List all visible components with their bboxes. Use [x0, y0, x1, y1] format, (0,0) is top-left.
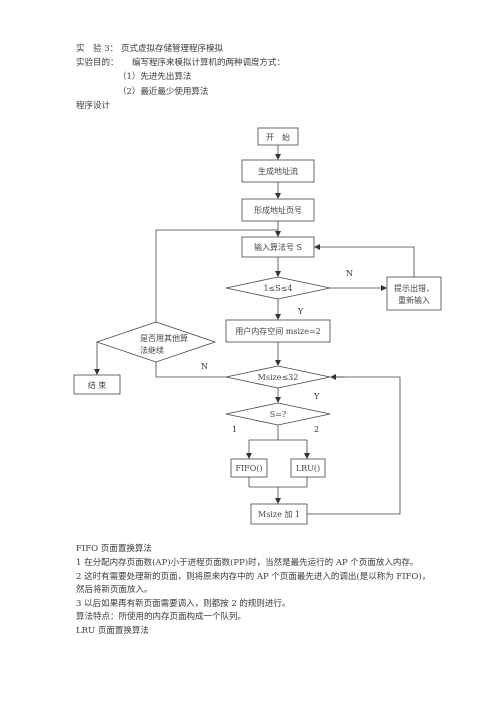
- experiment-title-label: 实 验 3：: [76, 44, 119, 54]
- fifo-rule-2a: 2 这时有需要处理新的页面，则将原来内存中的 AP 个页面最先进入的调出(是以称…: [76, 572, 431, 582]
- other-algorithm-diamond: [95, 321, 217, 363]
- page-number-label: 形成地址页号: [254, 205, 302, 215]
- other-algorithm-label-line2: 法继续: [140, 345, 164, 355]
- fifo-title: FIFO 页面置换算法: [76, 544, 152, 554]
- edge-label-y-loop: Y: [313, 392, 320, 401]
- end-label: 结 束: [88, 380, 107, 390]
- edge-label-n-check: N: [346, 269, 353, 278]
- memory-space-label: 用户内存空间 msize=2: [235, 326, 321, 336]
- start-label: 开 始: [266, 132, 290, 142]
- edge-label-branch-2: 2: [314, 425, 319, 434]
- error-box: [386, 276, 442, 311]
- edge-label-n-loop: N: [201, 362, 208, 371]
- other-algorithm-label-line1: 是否用其他算: [140, 333, 188, 343]
- fifo-label: FIFO(): [235, 464, 262, 473]
- purpose-text: 编写程序来模拟计算机的两种调度方式：: [132, 58, 286, 68]
- input-algorithm-label: 输入算法号 S: [254, 242, 302, 252]
- purpose-item-lru: （2）最近最少使用算法: [118, 87, 209, 97]
- fifo-rule-1: 1 在分配内存页面数(AP)小于进程页面数(PP)时，当然是最先运行的 AP 个…: [76, 558, 419, 568]
- increment-label: Msize 加 1: [258, 509, 300, 519]
- edge-label-y-check: Y: [297, 307, 304, 316]
- lru-label: LRU(): [296, 464, 320, 473]
- section-program-design: 程序设计: [76, 101, 111, 111]
- fifo-feature: 算法特点：所使用的内存页面构成一个队列。: [76, 612, 247, 622]
- switch-s-label: S=?: [270, 410, 286, 419]
- edge-label-branch-1: 1: [232, 425, 237, 434]
- error-label-line2: 重新输入: [398, 295, 430, 305]
- purpose-item-fifo: （1）先进先出算法: [118, 72, 192, 82]
- fifo-rule-3: 3 以后如果再有新页面需要调入，则都按 2 的规则进行。: [76, 599, 291, 609]
- fifo-rule-2b: 然后将新页面放入。: [76, 585, 153, 595]
- error-label-line1: 提示出错，: [394, 283, 434, 293]
- loop-condition-label: Msize≤32: [258, 373, 299, 382]
- lru-box: [290, 458, 326, 478]
- purpose-label: 实验目的：: [76, 58, 119, 68]
- lru-title: LRU 页面置换算法: [76, 626, 149, 636]
- experiment-title: 页式虚拟存储管理程序模拟: [121, 44, 224, 54]
- generate-address-label: 生成地址流: [258, 166, 298, 176]
- flowchart: 开 始 生成地址流 形成地址页号 输入算法号 S 1≤S≤4 提示出错， 重新输…: [73, 127, 442, 525]
- check-s-label: 1≤S≤4: [263, 284, 292, 293]
- end-box: [73, 374, 121, 395]
